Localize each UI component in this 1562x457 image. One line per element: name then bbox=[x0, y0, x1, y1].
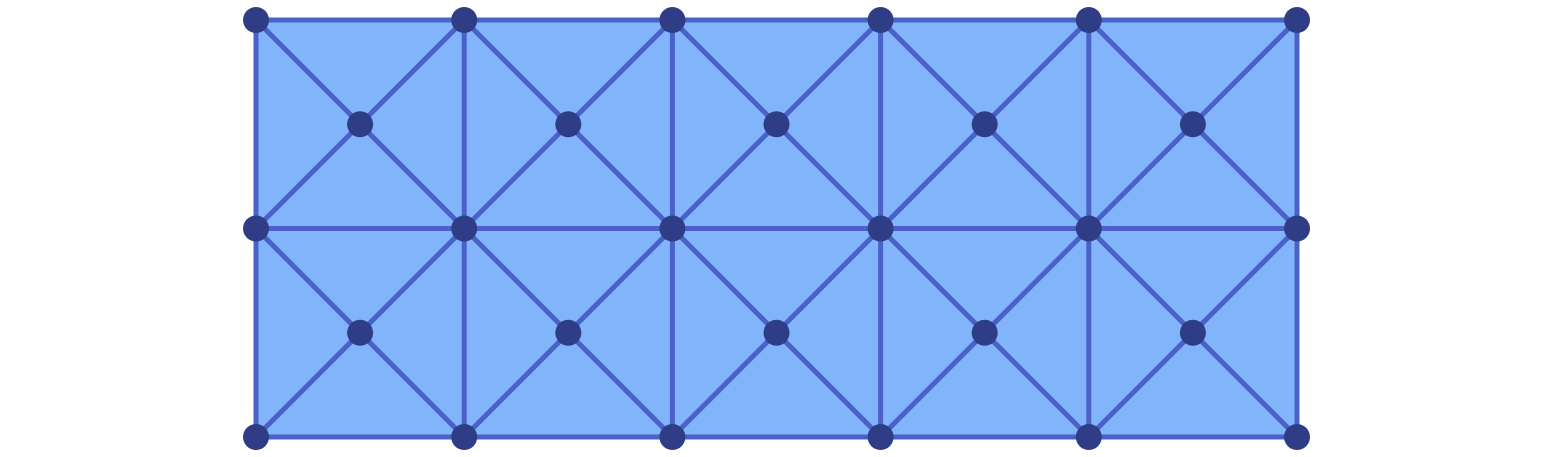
mesh-node-vertex bbox=[867, 7, 894, 33]
mesh-node-center bbox=[1179, 111, 1206, 138]
mesh-node-vertex bbox=[451, 7, 478, 33]
mesh-node-center bbox=[347, 319, 374, 346]
mesh-node-vertex bbox=[1284, 424, 1310, 450]
mesh-node-vertex bbox=[1075, 215, 1102, 242]
mesh-node-vertex bbox=[659, 424, 686, 450]
mesh-node-vertex bbox=[659, 7, 686, 33]
mesh-node-vertex bbox=[1284, 7, 1310, 33]
mesh-node-center bbox=[763, 319, 790, 346]
mesh-node-vertex bbox=[1075, 7, 1102, 33]
mesh-node-center bbox=[1179, 319, 1206, 346]
mesh-node-vertex bbox=[1075, 424, 1102, 450]
mesh-node-vertex bbox=[659, 215, 686, 242]
mesh-node-center bbox=[971, 319, 998, 346]
mesh-node-center bbox=[555, 319, 582, 346]
mesh-node-vertex bbox=[451, 424, 478, 450]
mesh-nodes bbox=[243, 7, 1310, 450]
mesh-node-vertex bbox=[243, 215, 269, 242]
mesh-node-vertex bbox=[867, 215, 894, 242]
mesh-node-vertex bbox=[451, 215, 478, 242]
mesh-node-vertex bbox=[1284, 215, 1310, 242]
mesh-node-center bbox=[347, 111, 374, 138]
mesh-node-vertex bbox=[243, 7, 269, 33]
mesh-node-center bbox=[971, 111, 998, 138]
mesh-node-center bbox=[555, 111, 582, 138]
mesh-node-vertex bbox=[243, 424, 269, 450]
mesh-node-vertex bbox=[867, 424, 894, 450]
mesh-node-center bbox=[763, 111, 790, 138]
